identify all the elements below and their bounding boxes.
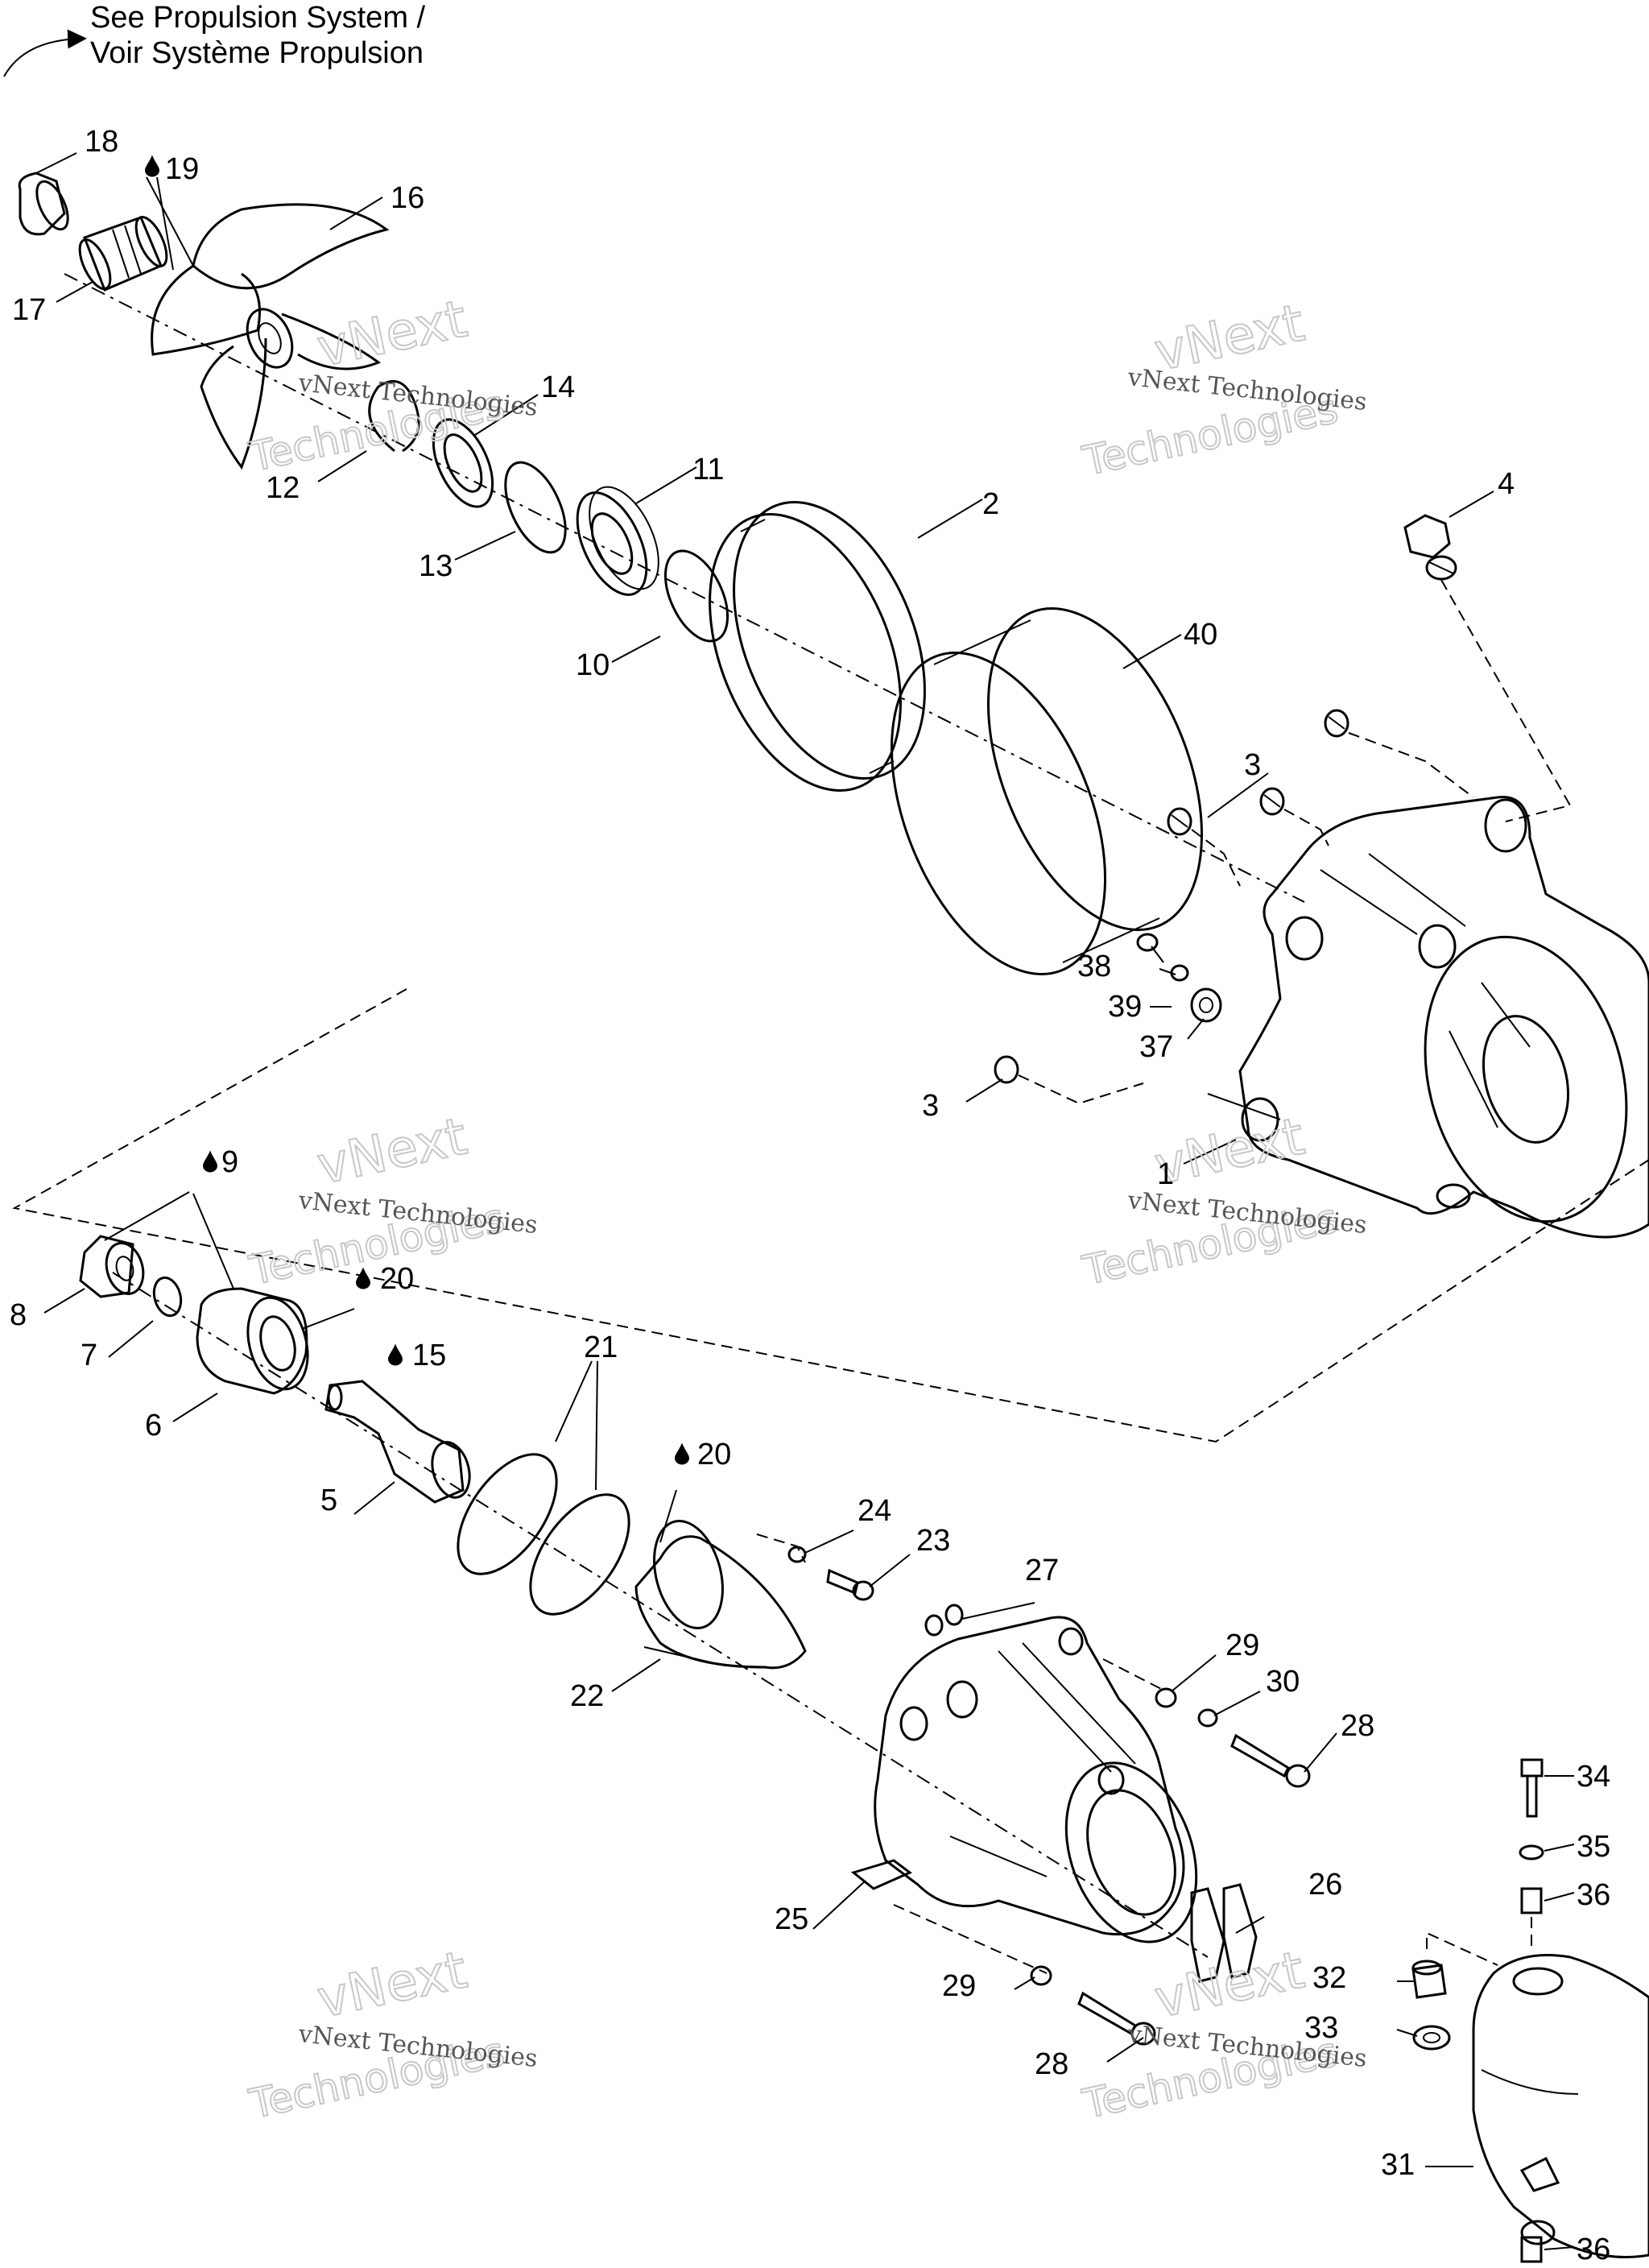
part-5-shaft [324, 1380, 471, 1504]
propulsion-note-line1: See Propulsion System / [90, 1, 426, 35]
callout-36: 36 [1577, 2233, 1610, 2266]
oil-drop-icon [675, 1442, 689, 1465]
watermark-top-right: vNext Technologies vNext Technologies [1077, 292, 1368, 486]
part-40-liner [890, 607, 1204, 975]
callout-36: 36 [1577, 1878, 1610, 1912]
callout-39: 39 [1108, 990, 1142, 1024]
callout-7: 7 [81, 1339, 97, 1372]
part-14-seal [432, 418, 494, 508]
part-32-33-bushings [1411, 1960, 1451, 2051]
callout-34: 34 [1577, 1760, 1610, 1794]
callout-19: 19 [165, 152, 199, 186]
callout-16: 16 [391, 181, 424, 215]
group-outline [12, 988, 1649, 1443]
callout-4: 4 [1498, 467, 1515, 501]
callout-29: 29 [942, 1969, 976, 2003]
callout-15: 15 [412, 1339, 446, 1372]
propulsion-arrow [3, 29, 87, 77]
part-7-oring [152, 1276, 183, 1318]
part-6-bearing [196, 1287, 309, 1395]
oil-drop-icon [203, 1150, 217, 1173]
watermark-word-a: vNext [312, 289, 472, 379]
upper-axis-line [64, 273, 1305, 903]
oil-drop-icon [145, 155, 159, 177]
part-29-30-28-hardware [1155, 1687, 1311, 1788]
oil-drop-icon [388, 1343, 403, 1366]
watermark-word-a: vNext [312, 1107, 472, 1196]
part-8-bushing [79, 1235, 145, 1298]
callout-40: 40 [1184, 618, 1217, 652]
callout-28: 28 [1035, 2047, 1068, 2081]
callout-21: 21 [584, 1331, 618, 1364]
part-3-bushings [994, 709, 1349, 1084]
part-24-23-hardware [787, 1546, 874, 1601]
part-38-39-37-hardware [1136, 933, 1222, 1023]
leader-lines [35, 152, 1575, 2250]
callout-5: 5 [320, 1484, 337, 1517]
part-4-plug [1403, 514, 1457, 581]
part-34-35-36-hardware [1519, 1758, 1544, 2263]
callout-24: 24 [858, 1494, 891, 1528]
callout-13: 13 [419, 549, 453, 583]
watermark-mid-right: vNext Technologies vNext Technologies [1077, 1106, 1368, 1295]
callout-31: 31 [1381, 2148, 1415, 2182]
callout-23: 23 [916, 1524, 950, 1558]
callout-10: 10 [576, 648, 610, 682]
watermark-bottom-left: vNext Technologies vNext Technologies [244, 1939, 539, 2129]
callout-28: 28 [1341, 1709, 1374, 1743]
part-31-steering-nozzle [1472, 1954, 1649, 2258]
callout-37: 37 [1139, 1030, 1173, 1064]
callout-29: 29 [1225, 1629, 1259, 1662]
callout-2: 2 [982, 487, 999, 521]
part-25-tab [850, 1859, 912, 1890]
part-12-circlip [368, 379, 420, 453]
callout-26: 26 [1308, 1868, 1342, 1902]
callout-8: 8 [10, 1298, 27, 1332]
watermark-word-a: vNext [312, 1940, 472, 2030]
part-11-bearing [576, 486, 659, 596]
watermark-word-a: vNext [1150, 1940, 1309, 2030]
part-26-nozzles [1190, 1883, 1258, 1983]
part-10-oring [663, 549, 729, 643]
part-27-orings [924, 1604, 964, 1637]
part-22-cone [634, 1520, 807, 1670]
lower-axis-line [112, 1272, 1209, 1958]
callout-20: 20 [380, 1262, 414, 1296]
part-21-orings [457, 1453, 630, 1616]
callout-32: 32 [1312, 1961, 1346, 1995]
part-venturi-housing [874, 1616, 1198, 1943]
callout-6: 6 [145, 1409, 162, 1442]
callout-18: 18 [85, 125, 118, 159]
callout-33: 33 [1304, 2011, 1338, 2045]
callout-11: 11 [692, 453, 724, 486]
part-17-sleeve [78, 216, 168, 292]
callout-3: 3 [922, 1089, 939, 1123]
callout-3: 3 [1244, 748, 1261, 782]
callout-25: 25 [775, 1902, 808, 1936]
part-16-impeller [151, 203, 390, 470]
propulsion-note-line2: Voir Système Propulsion [90, 36, 424, 70]
callout-9: 9 [221, 1145, 238, 1179]
part-13-ring [504, 461, 567, 554]
callout-20: 20 [697, 1438, 731, 1471]
part-1-pump-housing [1238, 796, 1649, 1239]
part-29-28-hardware-lower [1030, 1965, 1156, 2046]
callout-22: 22 [570, 1679, 604, 1713]
propulsion-note: See Propulsion System / Voir Système Pro… [90, 0, 425, 71]
callout-30: 30 [1266, 1665, 1300, 1699]
callout-35: 35 [1577, 1830, 1610, 1864]
callout-12: 12 [266, 471, 300, 505]
callout-14: 14 [541, 370, 575, 404]
callout-1: 1 [1157, 1157, 1174, 1191]
part-18-cap [18, 172, 69, 236]
callout-38: 38 [1077, 950, 1111, 983]
callout-numbers: 18 19 16 17 14 12 13 11 10 2 40 4 3 38 3… [10, 125, 1610, 2266]
callout-27: 27 [1025, 1554, 1059, 1587]
callout-17: 17 [12, 293, 46, 327]
part-2-wear-ring [709, 501, 926, 792]
